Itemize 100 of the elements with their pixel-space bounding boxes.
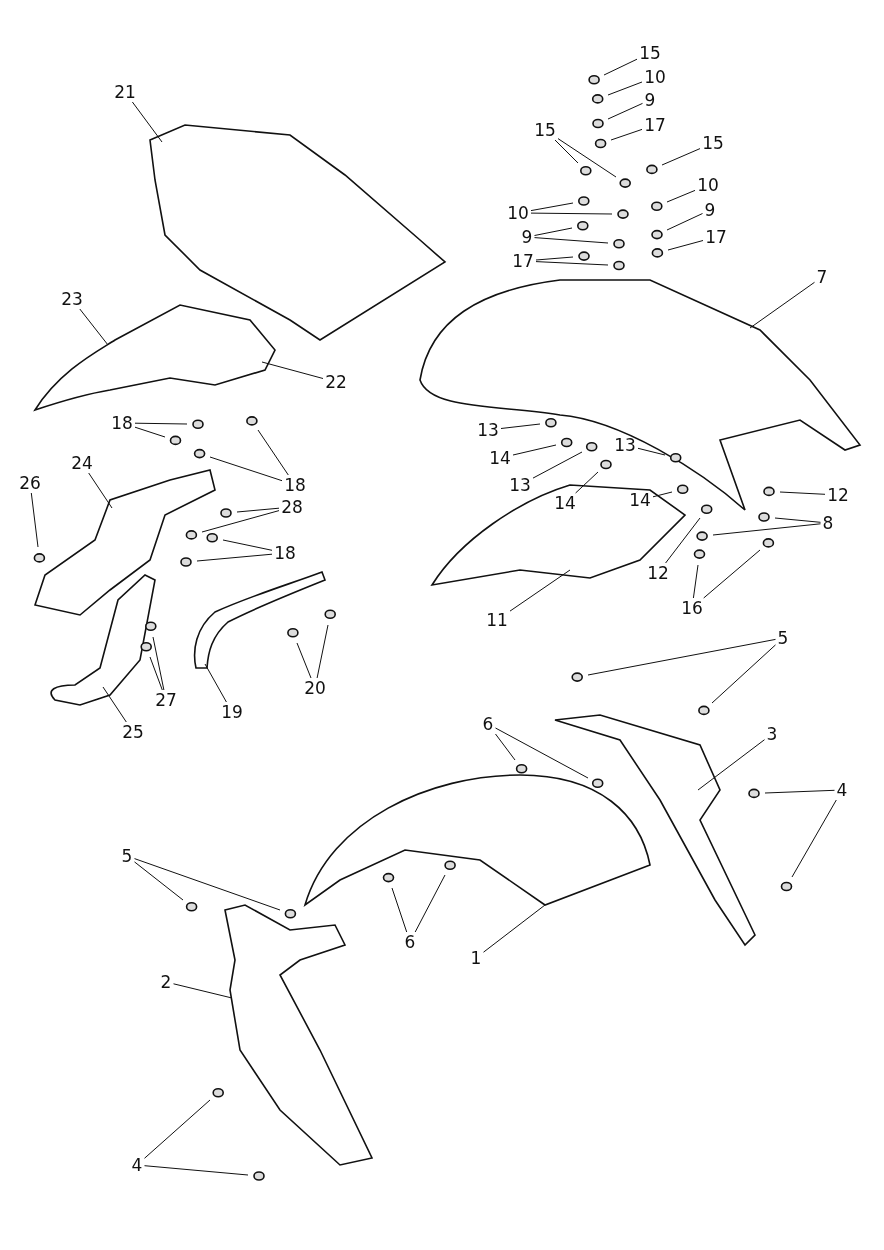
callout-number: 14 <box>553 493 577 513</box>
leader-line <box>134 858 281 911</box>
leader-line <box>500 423 541 429</box>
leader-line <box>603 58 638 76</box>
leader-line <box>131 101 163 143</box>
callout-number: 21 <box>113 82 137 102</box>
leader-line <box>703 549 761 599</box>
leader-line <box>414 874 446 933</box>
leader-line <box>149 656 163 691</box>
leader-line <box>79 308 109 346</box>
leader-line <box>779 491 826 495</box>
callout-number: 11 <box>485 610 509 630</box>
leader-line <box>712 523 821 536</box>
leader-line <box>697 739 765 791</box>
leader-line <box>692 564 699 599</box>
leader-line <box>532 451 583 479</box>
leader-line <box>134 426 166 438</box>
callout-number: 28 <box>280 497 304 517</box>
callout-number: 12 <box>646 563 670 583</box>
leader-line <box>102 686 127 723</box>
leader-line <box>204 663 227 703</box>
leader-line <box>530 212 613 215</box>
leader-line <box>257 429 289 476</box>
callout-number: 3 <box>765 724 779 744</box>
callout-number: 6 <box>481 714 495 734</box>
leader-line <box>774 517 821 523</box>
callout-number: 16 <box>680 598 704 618</box>
leader-line <box>483 904 546 953</box>
callout-number: 17 <box>643 115 667 135</box>
callout-number: 6 <box>403 932 417 952</box>
callout-number: 1 <box>469 948 483 968</box>
callout-number: 18 <box>283 475 307 495</box>
callout-number: 18 <box>110 413 134 433</box>
leader-line <box>509 569 571 612</box>
leader-line <box>391 887 408 933</box>
leader-line <box>144 1099 211 1159</box>
callout-number: 7 <box>815 267 829 287</box>
leader-line <box>209 456 283 482</box>
leader-line <box>652 491 673 498</box>
leader-line <box>495 727 589 779</box>
leader-line <box>667 240 704 251</box>
leader-line <box>534 227 573 236</box>
leader-line <box>134 422 188 425</box>
callout-number: 24 <box>70 453 94 473</box>
leader-line <box>764 789 835 794</box>
callout-number: 17 <box>511 251 535 271</box>
callout-number: 14 <box>628 490 652 510</box>
leader-line <box>749 281 815 329</box>
leader-line <box>152 636 165 691</box>
callout-number: 5 <box>776 628 790 648</box>
leader-line <box>534 237 609 244</box>
callout-number: 26 <box>18 473 42 493</box>
leader-line <box>196 553 273 562</box>
leader-line <box>201 510 280 533</box>
leader-line <box>296 642 312 679</box>
callout-number: 15 <box>701 133 725 153</box>
leader-line <box>144 1165 249 1176</box>
callout-number: 12 <box>826 485 850 505</box>
leader-line <box>607 102 643 120</box>
leader-line <box>134 861 184 901</box>
callout-number: 5 <box>120 846 134 866</box>
leader-line <box>173 983 233 999</box>
callout-number: 4 <box>130 1155 144 1175</box>
callout-number: 4 <box>835 780 849 800</box>
leader-line <box>711 644 776 704</box>
callout-number: 15 <box>638 43 662 63</box>
leader-line <box>610 128 643 141</box>
callout-number: 8 <box>821 513 835 533</box>
callout-number: 23 <box>60 289 84 309</box>
leader-line <box>554 139 579 164</box>
callout-number: 10 <box>506 203 530 223</box>
leader-line <box>666 213 703 231</box>
leader-line <box>575 471 599 494</box>
callout-number: 17 <box>704 227 728 247</box>
callout-number: 19 <box>220 702 244 722</box>
leader-line <box>791 799 837 878</box>
callout-number: 10 <box>643 67 667 87</box>
leader-line <box>665 517 701 564</box>
leader-line <box>512 444 557 456</box>
callout-number: 9 <box>643 90 657 110</box>
leader-line <box>535 256 574 261</box>
leader-line <box>637 447 666 456</box>
leader-line <box>530 202 574 212</box>
callout-number: 14 <box>488 448 512 468</box>
leader-line <box>222 539 273 551</box>
callout-number: 13 <box>508 475 532 495</box>
callout-number: 9 <box>703 200 717 220</box>
leader-line <box>236 507 280 513</box>
leader-line <box>607 81 643 96</box>
leader-line <box>316 624 329 679</box>
callout-number: 20 <box>303 678 327 698</box>
leader-line <box>495 733 516 761</box>
leader-line <box>261 361 324 379</box>
callout-number: 9 <box>520 227 534 247</box>
leader-line <box>535 261 609 266</box>
callout-number: 27 <box>154 690 178 710</box>
callout-number: 13 <box>476 420 500 440</box>
leader-line <box>88 472 113 509</box>
callout-number: 2 <box>159 972 173 992</box>
callout-number: 25 <box>121 722 145 742</box>
